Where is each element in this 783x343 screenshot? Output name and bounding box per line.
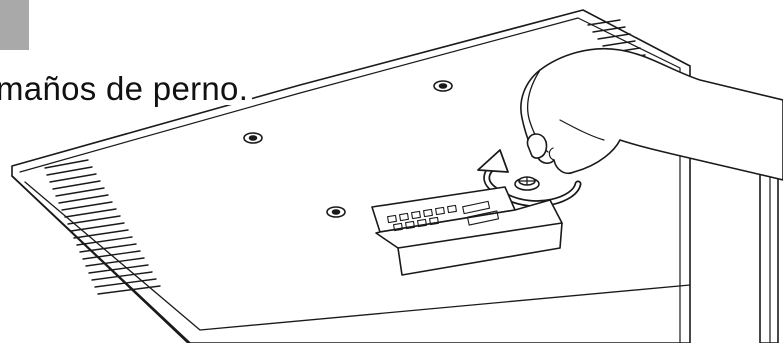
section-tab	[0, 0, 29, 50]
caption-text: maños de perno.	[0, 72, 252, 105]
screw-icon	[515, 177, 539, 190]
